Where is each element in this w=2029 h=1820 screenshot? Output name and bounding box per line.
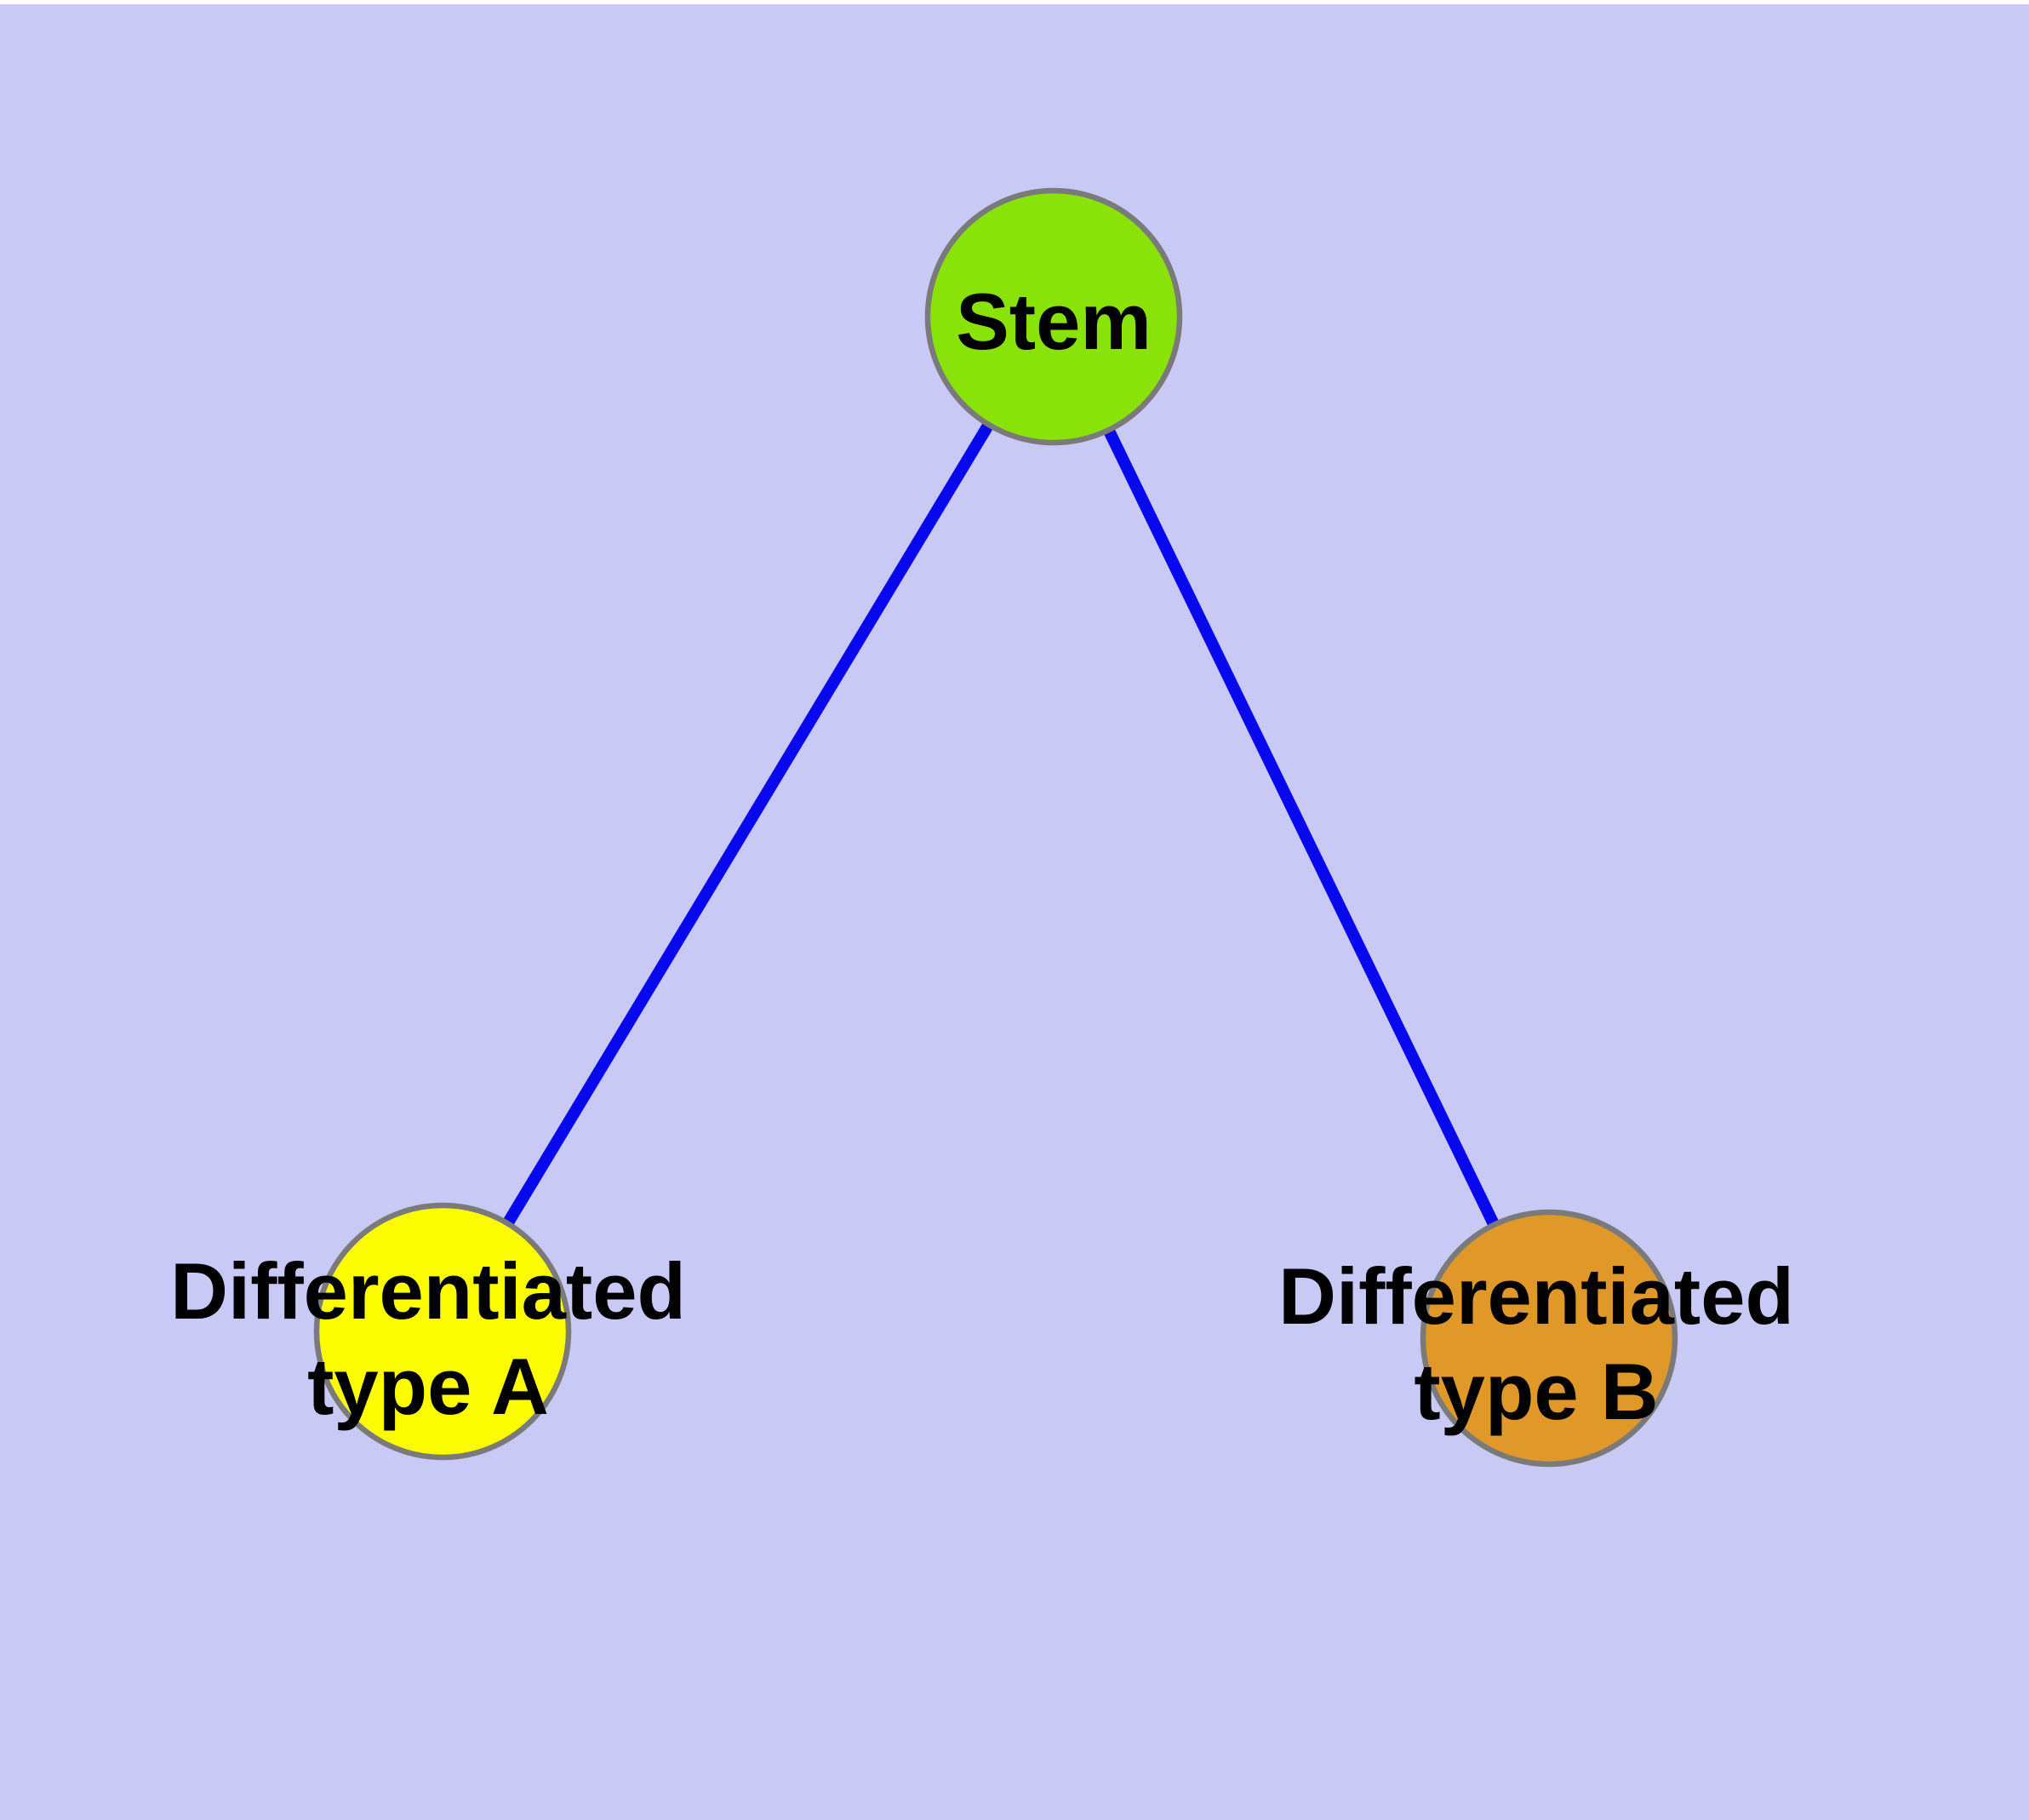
node-differentiated-type-b — [1420, 1209, 1678, 1468]
node-stem-label: Stem — [956, 277, 1152, 366]
node-stem — [924, 187, 1183, 446]
node-type-b-label-line1: Differentiated — [1278, 1251, 1794, 1341]
node-type-a-label-line1: Differentiated — [170, 1246, 686, 1336]
node-differentiated-type-a — [313, 1202, 572, 1461]
edge-stem-to-type-a — [437, 313, 1059, 1335]
node-type-a-label-line2: type A — [307, 1342, 549, 1431]
edge-stem-to-type-b — [1048, 313, 1555, 1342]
node-type-b-label-line2: type B — [1414, 1347, 1658, 1436]
